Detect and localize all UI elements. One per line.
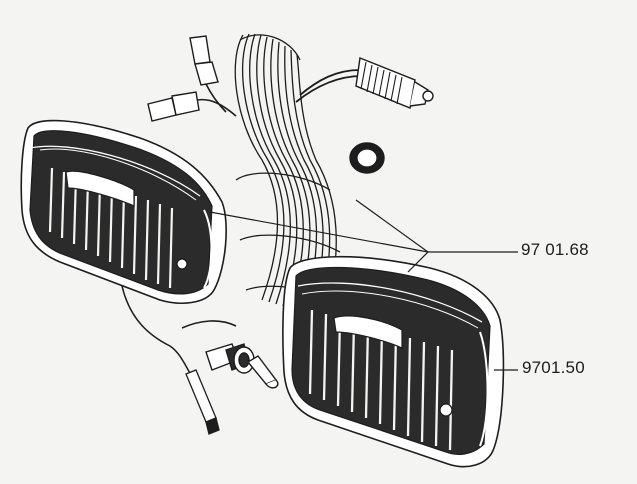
connector-plug	[355, 57, 434, 109]
toggle-switch	[181, 320, 279, 389]
part-number-lamp: 9701.50	[522, 358, 585, 377]
terminal-connector-top	[189, 35, 227, 113]
left-lamp-wire	[121, 285, 193, 377]
grommet-washer	[349, 142, 385, 174]
part-number-set: 97 01.68	[521, 240, 589, 259]
leader-line-right-lamp	[407, 251, 429, 273]
leader-lines	[209, 199, 518, 371]
left-fog-lamp	[20, 119, 227, 304]
bullet-connector	[185, 369, 220, 435]
wire-to-plug	[295, 69, 363, 103]
right-fog-lamp	[282, 255, 505, 468]
terminal-connector-left	[147, 91, 237, 122]
leader-line-grommet	[355, 199, 429, 253]
leader-line-left-lamp	[209, 211, 429, 253]
